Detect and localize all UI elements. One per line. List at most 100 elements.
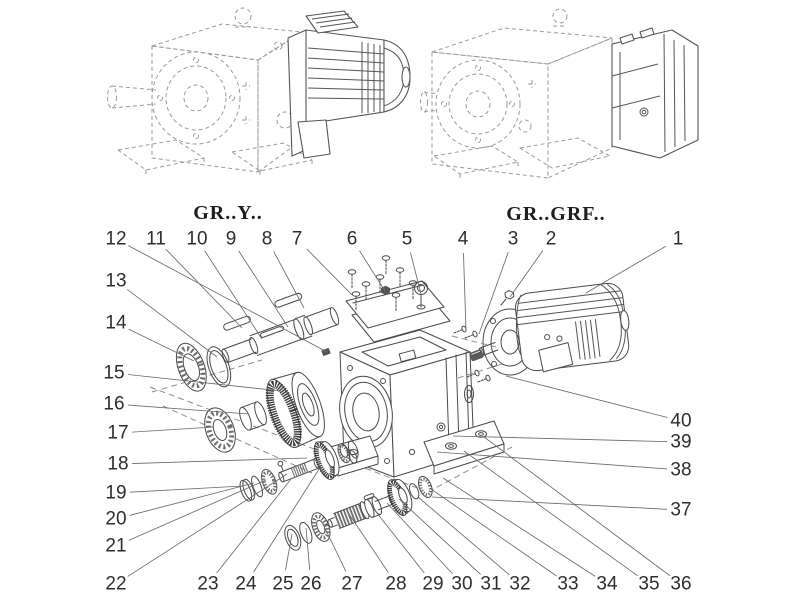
leader-line-26 bbox=[305, 527, 311, 571]
leader-line-11 bbox=[165, 248, 243, 329]
leader-line-13 bbox=[126, 289, 218, 358]
gear-31 bbox=[386, 478, 413, 517]
gearbox-phantom-right bbox=[420, 8, 613, 181]
output-shaft-cluster bbox=[175, 292, 340, 453]
cover-bolts bbox=[347, 255, 418, 312]
exploded-view bbox=[149, 255, 630, 551]
assembled-view-gear-motor: GR..Y.. bbox=[107, 7, 411, 224]
callout-number-9: 9 bbox=[226, 229, 237, 250]
callout-number-32: 32 bbox=[509, 574, 530, 595]
axis-line-4 bbox=[151, 359, 263, 393]
callout-number-1: 1 bbox=[673, 229, 684, 250]
gear-housing bbox=[329, 329, 505, 478]
small-plug bbox=[321, 348, 331, 356]
leader-line-5 bbox=[410, 252, 422, 295]
callout-number-19: 19 bbox=[105, 483, 126, 504]
circlip-26 bbox=[299, 521, 313, 544]
callout-number-6: 6 bbox=[347, 229, 358, 250]
callout-number-27: 27 bbox=[341, 574, 362, 595]
bearing-output-rear bbox=[204, 407, 236, 453]
callout-number-26: 26 bbox=[300, 574, 321, 595]
callout-number-36: 36 bbox=[670, 574, 691, 595]
pinion-shaft-23 bbox=[278, 458, 321, 483]
leader-line-14 bbox=[128, 328, 195, 362]
flange-bolts bbox=[452, 325, 491, 383]
callout-number-24: 24 bbox=[235, 574, 257, 595]
leader-line-28 bbox=[348, 513, 389, 573]
leader-line-9 bbox=[238, 250, 289, 328]
callout-number-14: 14 bbox=[105, 313, 127, 334]
leader-line-23 bbox=[216, 478, 292, 574]
callout-number-3: 3 bbox=[508, 229, 519, 250]
input-cover-right bbox=[611, 27, 699, 159]
eye-bolt bbox=[414, 281, 428, 310]
leader-line-24 bbox=[253, 465, 322, 573]
gear-24 bbox=[313, 441, 340, 481]
callout-number-25: 25 bbox=[272, 574, 293, 595]
callout-number-12: 12 bbox=[105, 229, 126, 250]
callout-number-37: 37 bbox=[670, 500, 691, 521]
leader-line-8 bbox=[273, 251, 305, 309]
callout-number-8: 8 bbox=[262, 229, 273, 250]
callout-number-35: 35 bbox=[638, 574, 659, 595]
callout-number-31: 31 bbox=[480, 574, 501, 595]
model-label-left: GR..Y.. bbox=[193, 202, 263, 224]
bolt-2 bbox=[500, 290, 515, 306]
callout-number-23: 23 bbox=[197, 574, 218, 595]
housing-cover-assembly bbox=[345, 255, 451, 343]
leader-line-38 bbox=[436, 451, 668, 470]
leader-line-34 bbox=[442, 477, 596, 577]
circlip-20 bbox=[251, 475, 263, 498]
callout-number-2: 2 bbox=[546, 229, 557, 250]
callout-number-11: 11 bbox=[146, 229, 166, 250]
leader-line-25 bbox=[285, 533, 293, 571]
leader-line-36 bbox=[483, 436, 671, 576]
axis-line-3 bbox=[427, 446, 513, 493]
leader-line-27 bbox=[321, 521, 347, 572]
leader-line-31 bbox=[398, 498, 482, 575]
callout-number-10: 10 bbox=[186, 229, 207, 250]
leader-line-10 bbox=[204, 250, 263, 340]
leader-line-40 bbox=[505, 375, 668, 418]
leader-line-17 bbox=[131, 426, 215, 433]
spacer-sleeve bbox=[239, 401, 267, 431]
housing-cover bbox=[345, 280, 445, 329]
leader-line-18 bbox=[131, 457, 308, 464]
output-gear bbox=[265, 371, 325, 449]
leader-line-16 bbox=[127, 404, 250, 415]
shaft-coupling bbox=[469, 349, 484, 362]
oil-seal-25 bbox=[284, 524, 302, 551]
motor-exploded bbox=[514, 282, 630, 373]
leader-line-6 bbox=[359, 250, 386, 292]
leader-line-1 bbox=[585, 245, 667, 294]
gearbox-phantom-left bbox=[107, 7, 313, 178]
bearing-output-front bbox=[175, 342, 207, 392]
leader-line-21 bbox=[128, 479, 267, 541]
callout-number-20: 20 bbox=[105, 509, 126, 530]
key-2 bbox=[274, 292, 303, 308]
leader-line-33 bbox=[430, 488, 557, 577]
callout-number-13: 13 bbox=[105, 271, 126, 292]
leader-line-12 bbox=[128, 245, 328, 353]
assembled-view-gear-cover: GR..GRF.. bbox=[420, 8, 699, 225]
callout-number-7: 7 bbox=[292, 229, 303, 250]
leader-line-30 bbox=[386, 502, 453, 575]
helical-pinion-28 bbox=[327, 501, 370, 529]
callout-number-34: 34 bbox=[596, 574, 618, 595]
small-screw bbox=[277, 460, 284, 472]
callout-number-18: 18 bbox=[107, 454, 128, 475]
leader-line-19 bbox=[129, 485, 244, 493]
circlip-output bbox=[206, 346, 232, 388]
callout-number-22: 22 bbox=[105, 574, 126, 595]
leader-line-3 bbox=[478, 252, 509, 335]
callout-number-28: 28 bbox=[385, 574, 406, 595]
motor-left bbox=[287, 10, 411, 159]
leader-line-39 bbox=[452, 435, 668, 443]
model-label-right: GR..GRF.. bbox=[506, 203, 605, 225]
leader-line-15 bbox=[127, 374, 282, 392]
callout-number-30: 30 bbox=[451, 574, 472, 595]
callout-number-16: 16 bbox=[103, 394, 124, 415]
leader-line-4 bbox=[463, 252, 467, 331]
